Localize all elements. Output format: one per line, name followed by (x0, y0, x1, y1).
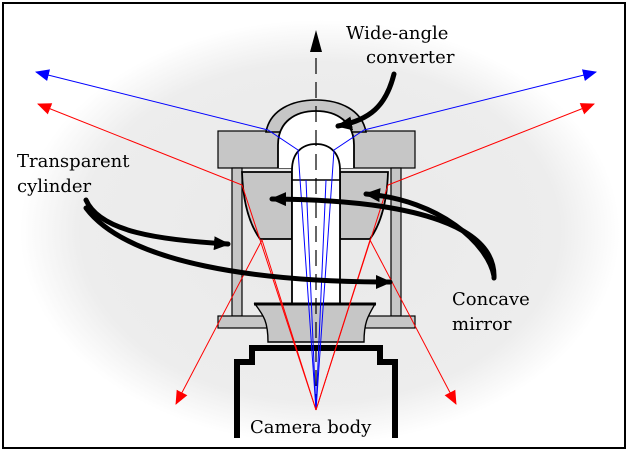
red-rays (37, 103, 595, 411)
callout-wide-angle (335, 71, 397, 131)
housing-right-pillar (390, 167, 402, 317)
red-ray-lower-right (315, 238, 457, 411)
callout-arrows (83, 71, 497, 289)
lens-mount (253, 303, 377, 343)
blue-ray-inner-right (315, 179, 327, 411)
blue-ray-inner-left (305, 179, 317, 411)
callout-cylinder-right (83, 205, 393, 289)
label-transparent-line2: cylinder (17, 176, 92, 197)
red-ray-upper-left (37, 103, 317, 411)
label-wide-angle-line1: Wide-angle (346, 23, 449, 44)
callout-cylinder-left (83, 197, 231, 251)
callout-mirror-left (269, 192, 497, 281)
label-wide-angle-line2: converter (366, 47, 455, 68)
label-concave-line2: mirror (452, 314, 512, 335)
label-camera-body: Camera body (250, 417, 372, 438)
callout-mirror-right (363, 188, 497, 279)
red-ray-lower-left (175, 238, 317, 411)
optical-axis-arrowhead (310, 30, 322, 52)
label-transparent-line1: Transparent (17, 151, 130, 172)
label-concave-line1: Concave (452, 289, 530, 310)
